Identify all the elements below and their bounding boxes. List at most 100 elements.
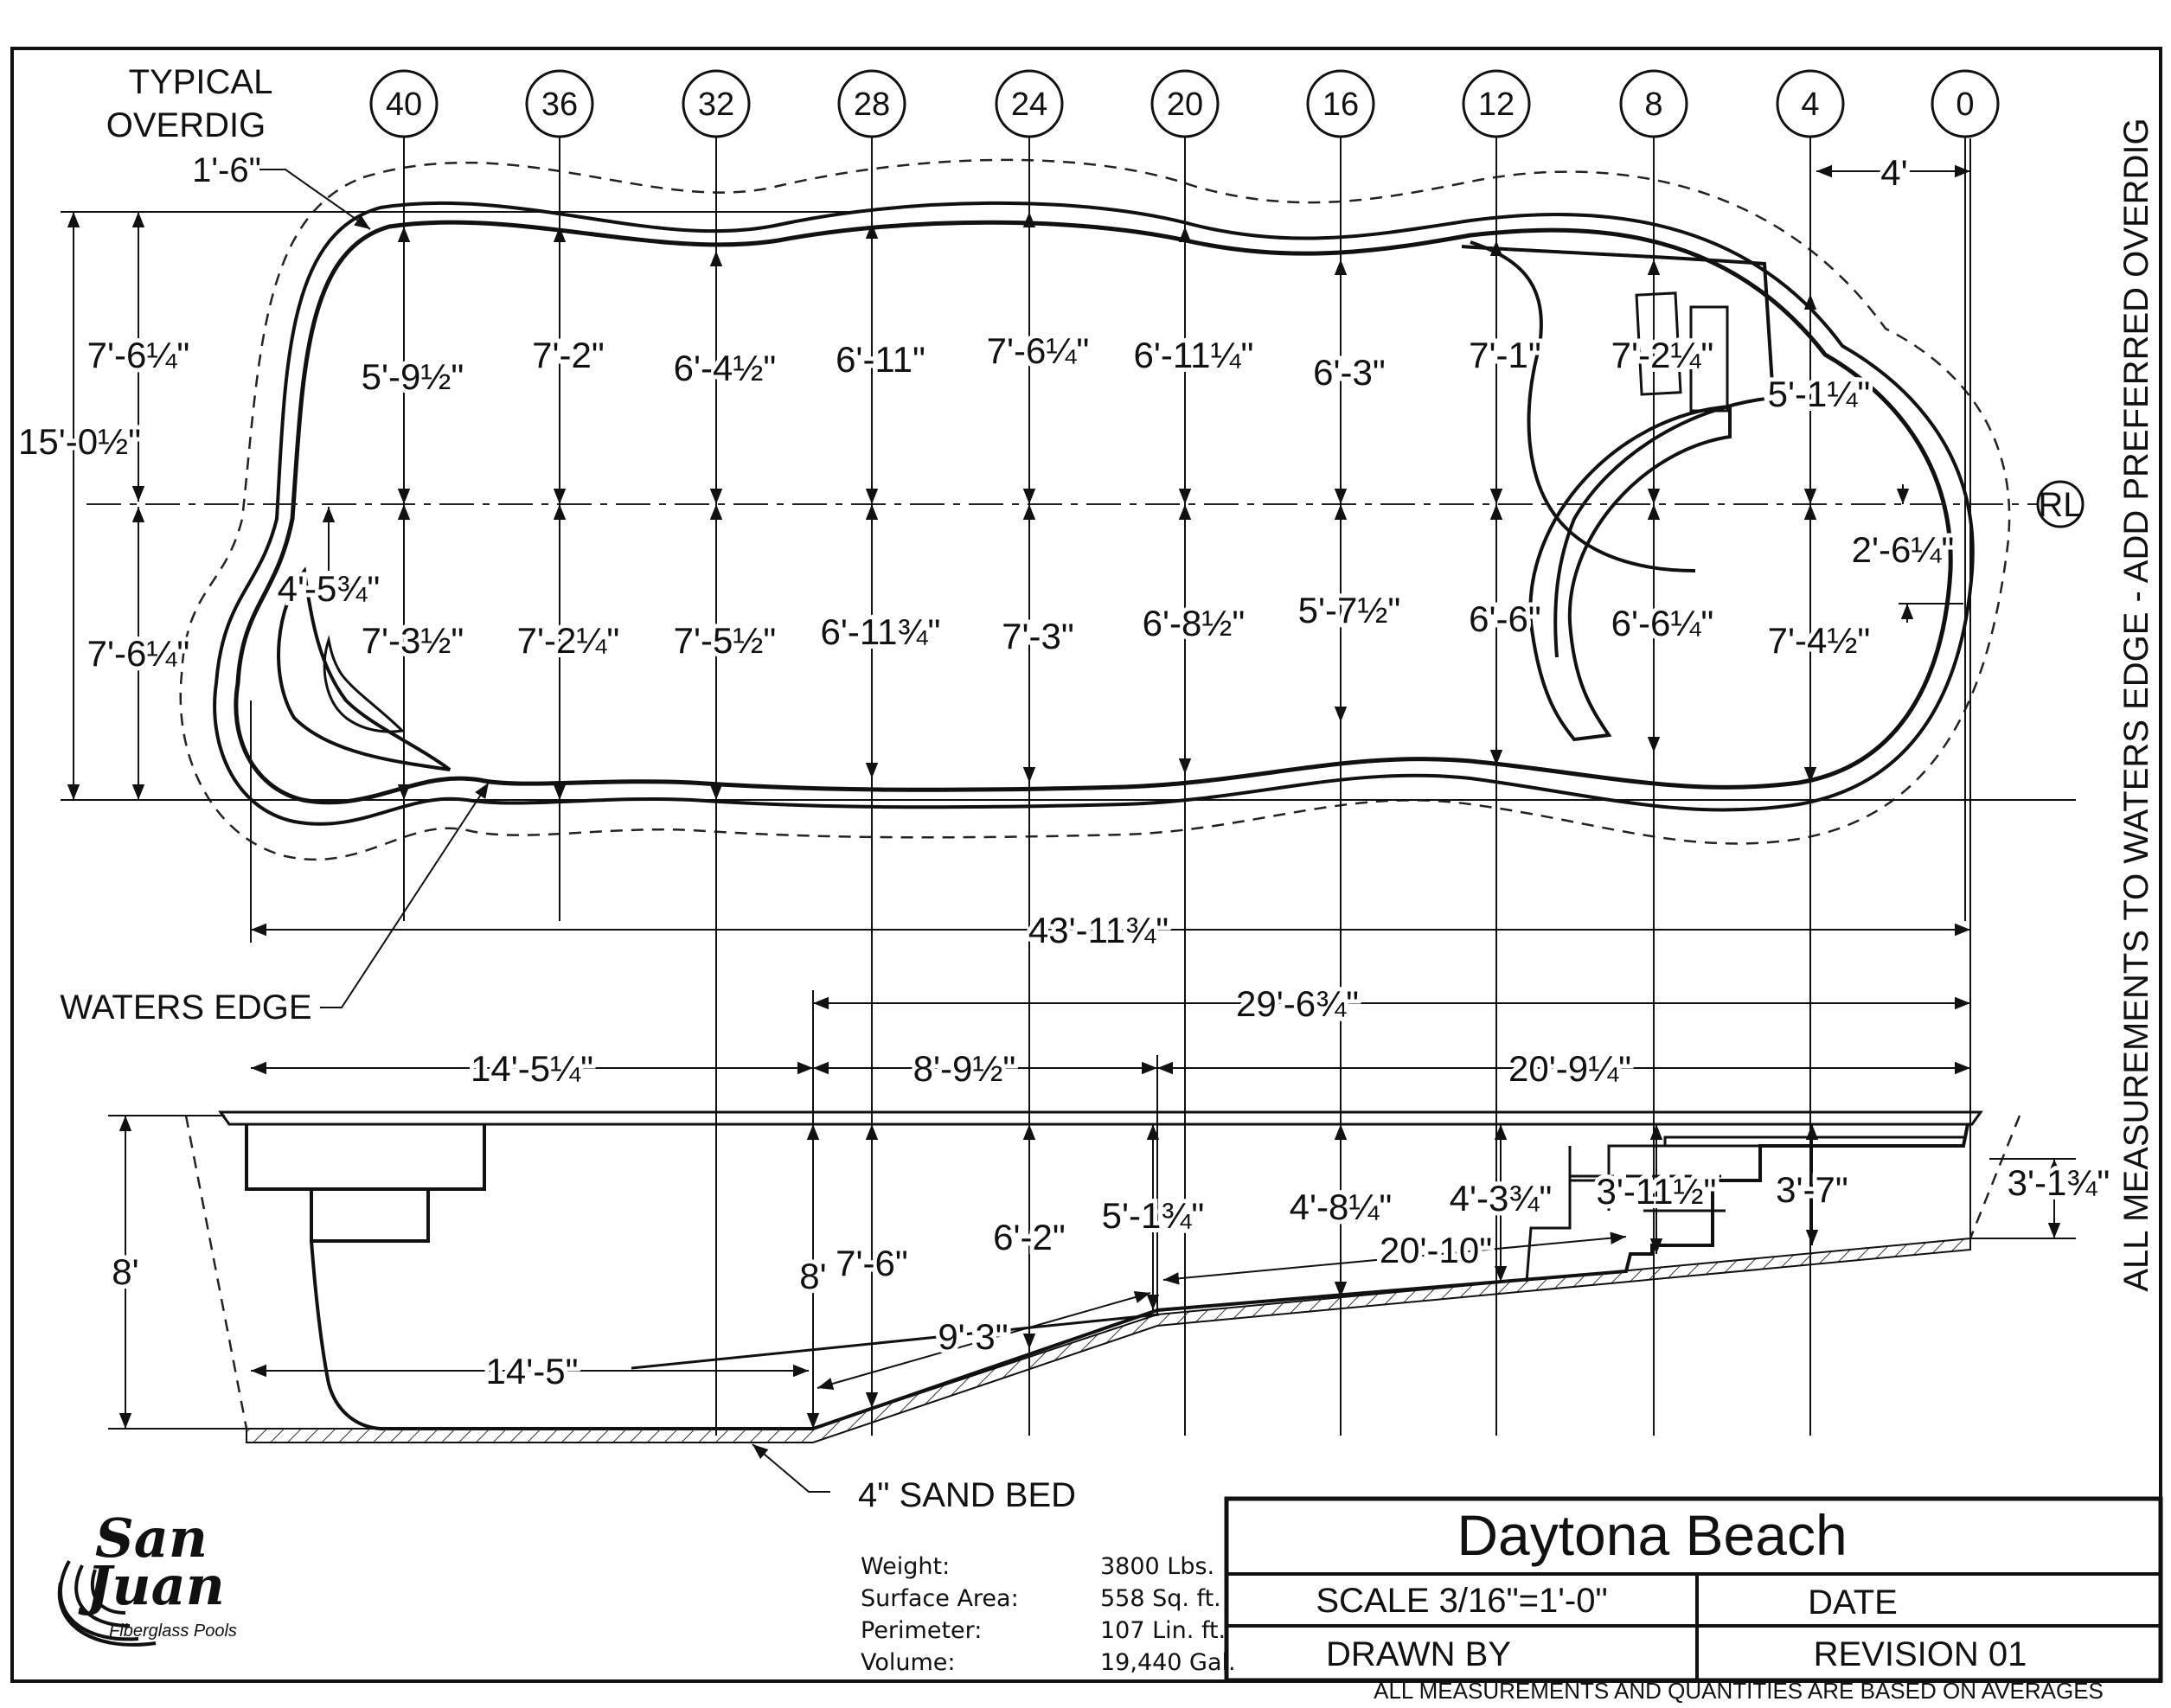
depth-7-6-label: 7'-6"	[836, 1243, 908, 1283]
spec-label: Volume:	[861, 1649, 956, 1676]
depth-8-mid-label: 8'	[799, 1256, 826, 1296]
footer-note: ALL MEASUREMENTS AND QUANTITIES ARE BASE…	[1374, 1678, 2104, 1704]
sheet-border	[10, 47, 2162, 1683]
title-block: Daytona Beach SCALE 3/16"=1'-0" DATE DRA…	[1224, 1496, 2163, 1683]
drawn-by-cell: DRAWN BY	[1326, 1635, 1511, 1673]
bottom-row-label: 7'-2¼"	[517, 620, 620, 661]
depth-5-1-label: 5'-1¾"	[1102, 1195, 1205, 1236]
right-swimout-outer	[1528, 404, 1732, 742]
station-circle	[1931, 69, 2000, 138]
waters-edge-outline	[234, 220, 1953, 805]
bottom-row-label: 6'-6¼"	[1611, 603, 1714, 643]
station-circle	[1150, 69, 1220, 138]
side-note: ALL MEASUREMENTS TO WATERS EDGE - ADD PR…	[2117, 118, 2155, 1291]
station-label: 8	[1644, 86, 1662, 123]
spec-value: 19,440 Gal.	[1100, 1649, 1236, 1676]
top-row-label: 7'-1"	[1469, 335, 1541, 375]
logo-swirl	[57, 1560, 157, 1647]
logo-line1: San	[95, 1506, 208, 1570]
centerline-label: RL	[2038, 486, 2082, 524]
overdig-label-3: 1'-6"	[192, 151, 261, 189]
date-cell: DATE	[1808, 1583, 1898, 1622]
station-circle	[995, 69, 1064, 138]
overdig-outline	[179, 158, 2011, 861]
bottom-row-label: 6'-11¾"	[821, 611, 941, 652]
top-row-dims: 5'-9½"7'-2"6'-4½"6'-11"7'-6¼"6'-11¼"6'-3…	[357, 212, 1874, 504]
logo-line2: Juan	[78, 1554, 225, 1617]
sand-bed-leader	[752, 1443, 830, 1493]
station-circle	[1619, 69, 1688, 138]
top-row-label: 7'-2¼"	[1611, 335, 1714, 375]
offset-4-label: 4'	[1880, 152, 1907, 193]
spec-value: 558 Sq. ft.	[1100, 1585, 1221, 1612]
run-14-label: 14'-5¼"	[471, 1048, 593, 1089]
logo-tagline: Fiberglass Pools	[109, 1622, 237, 1641]
right-swimout-inner	[1461, 245, 1776, 658]
spec-value: 3800 Lbs.	[1100, 1553, 1214, 1580]
coping	[218, 1110, 1983, 1126]
station-label: 16	[1322, 86, 1359, 123]
half-width-top-label: 7'-6¼"	[87, 335, 190, 375]
depth-8-left-label: 8'	[112, 1251, 138, 1292]
station-circle	[837, 69, 906, 138]
bottom-row-label: 6'-6"	[1469, 598, 1541, 639]
top-row-label: 6'-11"	[836, 339, 925, 380]
station-circle	[1776, 69, 1845, 138]
depth-4-8-label: 4'-8¼"	[1290, 1187, 1393, 1227]
station-label: 0	[1956, 86, 1974, 123]
shell-outline	[213, 201, 1975, 826]
flat-14-5-label: 14'-5"	[486, 1351, 579, 1391]
station-label: 12	[1478, 86, 1515, 123]
top-row-label: 5'-1¼"	[1768, 374, 1871, 414]
depth-4-3-label: 4'-3¾"	[1450, 1178, 1553, 1219]
overall-length-label: 43'-11¾"	[1028, 910, 1169, 950]
station-label: 40	[386, 86, 422, 123]
top-row-label: 7'-2"	[532, 335, 605, 375]
station-circle	[525, 69, 594, 138]
waters-edge-leader	[320, 782, 490, 1008]
top-row-label: 6'-11¼"	[1134, 335, 1254, 375]
slope-20-10-label: 20'-10"	[1380, 1230, 1492, 1270]
station-label: 32	[698, 86, 734, 123]
spec-label: Surface Area:	[861, 1585, 1019, 1612]
spec-table: Weight: 3800 Lbs. Surface Area: 558 Sq. ft.…	[861, 1553, 1236, 1676]
bottom-row-label: 7'-3½"	[362, 620, 464, 661]
half-width-bottom-label: 7'-6¼"	[87, 633, 190, 674]
sand-bed	[246, 1237, 1971, 1443]
bottom-row-label: 7'-5½"	[674, 620, 777, 661]
overdig-leader	[259, 169, 371, 230]
top-row-label: 6'-3"	[1313, 352, 1386, 393]
excavation-outline	[184, 1115, 2021, 1430]
station-label: 20	[1167, 86, 1203, 123]
bottom-row-label: 6'-8½"	[1143, 603, 1246, 643]
centerline-symbol	[2036, 480, 2085, 528]
depth-3-7-label: 3'-7"	[1776, 1169, 1848, 1210]
spec-value: 107 Lin. ft.	[1100, 1617, 1226, 1644]
run-8-label: 8'-9½"	[913, 1048, 1016, 1089]
overdig-label-2: OVERDIG	[106, 106, 266, 144]
section-steps	[1568, 1144, 1764, 1212]
spec-label: Weight:	[861, 1553, 950, 1580]
section-view: 29'-6¾" 14'-5¼" 8'-9½" 20'-9¼" 4" SAND B…	[107, 979, 2114, 1514]
station-label: 24	[1011, 86, 1047, 123]
depth-3-11-label: 3'-11½"	[1597, 1171, 1717, 1212]
bottom-row-label: 7'-4½"	[1768, 620, 1871, 661]
depth-3-1-label: 3'-1¾"	[2008, 1162, 2110, 1203]
dim-line-slope-20	[1162, 1231, 1627, 1285]
slope-9-3-label: 9' 3"	[938, 1316, 1008, 1357]
station-label: 4	[1801, 86, 1819, 123]
right-end-label: 2'-6¼"	[1852, 529, 1955, 570]
right-step-arc	[1470, 240, 1696, 573]
dim-line-slope-9	[817, 1291, 1151, 1390]
left-seat-label: 4'-5¾"	[278, 568, 381, 609]
left-seat	[277, 566, 451, 771]
overdig-label-1: TYPICAL	[129, 63, 273, 101]
bottom-row-label: 7'-3"	[1002, 616, 1074, 656]
station-circle	[1306, 69, 1375, 138]
revision-cell: REVISION 01	[1814, 1635, 2027, 1673]
right-step-riser	[1689, 305, 1729, 413]
bottom-row-label: 5'-7½"	[1298, 590, 1401, 630]
station-circle	[1462, 69, 1531, 138]
